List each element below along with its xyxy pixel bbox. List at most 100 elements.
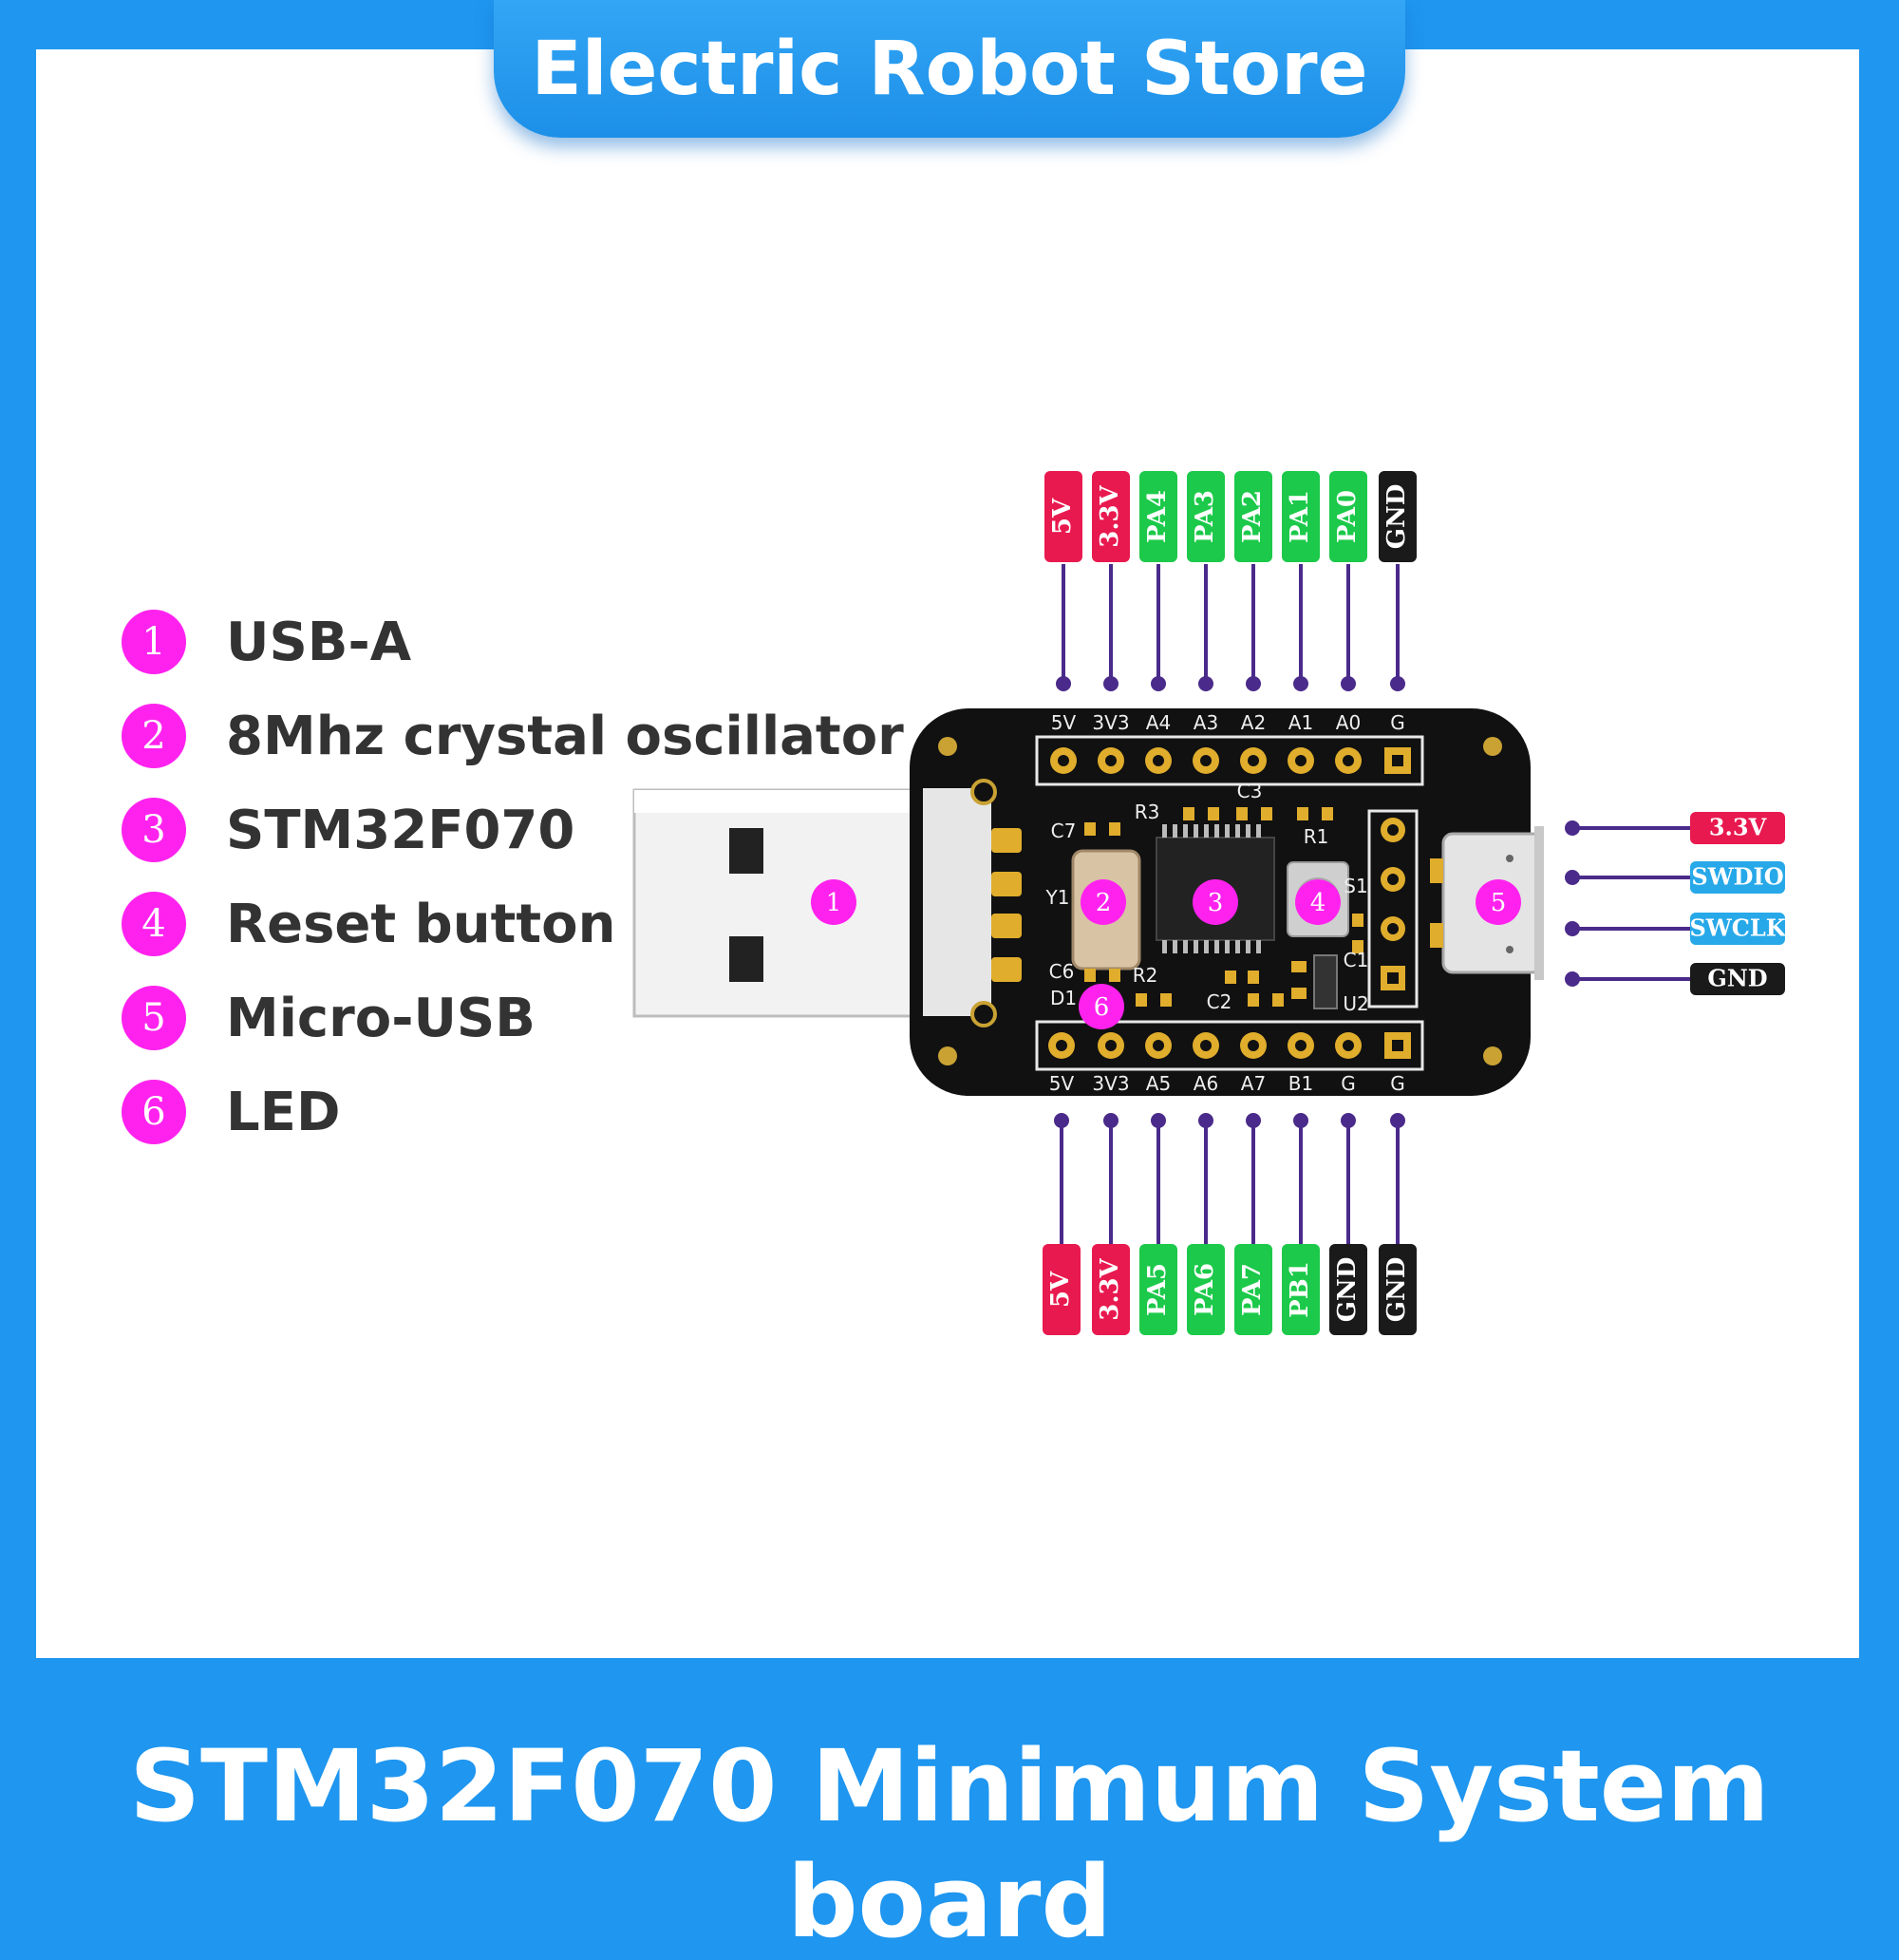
- legend-number: 1: [122, 610, 186, 674]
- store-name: Electric Robot Store: [531, 27, 1368, 112]
- legend-label: Micro-USB: [226, 988, 536, 1049]
- pin-label: SWCLK: [1689, 914, 1786, 942]
- right-pin-tag: SWCLK: [1689, 913, 1787, 945]
- bottom-pin-tag: 5V: [1043, 1244, 1081, 1335]
- component-label: S1: [1344, 875, 1367, 897]
- top-header-pad: [1193, 747, 1219, 774]
- legend-label: STM32F070: [226, 800, 575, 861]
- component-label: C7: [1051, 820, 1077, 842]
- callout-number: 6: [1094, 993, 1110, 1022]
- bottom-header-pad: [1288, 1032, 1314, 1059]
- top-pin-tag: PA4: [1139, 471, 1177, 562]
- top-pin-tag: PA0: [1329, 471, 1367, 562]
- callout-number: 5: [1491, 889, 1507, 917]
- bottom-header-pad: [1384, 1032, 1411, 1059]
- top-pin-tag: 3.3V: [1092, 471, 1130, 562]
- component-label: R1: [1304, 825, 1329, 848]
- pin-dot: [1054, 1113, 1069, 1128]
- silk-label: G: [1341, 1072, 1356, 1095]
- pin-dot: [1103, 1113, 1119, 1128]
- header-pads: [1048, 747, 1411, 1059]
- silk-label: G: [1390, 711, 1405, 734]
- component-label: R2: [1133, 964, 1158, 987]
- right-pin-tag: GND: [1690, 963, 1785, 995]
- top-pin-tag: PA3: [1187, 471, 1225, 562]
- pin-label: 5V: [1046, 1271, 1075, 1308]
- pin-label: SWDIO: [1691, 863, 1783, 891]
- bottom-pin-tag: PA6: [1187, 1244, 1225, 1335]
- silk-label: A2: [1241, 711, 1266, 734]
- legend-label: LED: [226, 1082, 341, 1143]
- callout-number: 3: [1208, 889, 1224, 917]
- callout-marker: 2: [1081, 879, 1126, 925]
- pin-label: PA4: [1143, 490, 1172, 543]
- silk-label: 5V: [1049, 1072, 1075, 1095]
- component-label: C2: [1207, 990, 1232, 1013]
- silk-label: A0: [1336, 711, 1361, 734]
- pin-label: PA2: [1238, 490, 1267, 543]
- legend-label: 8Mhz crystal oscillator: [226, 706, 904, 767]
- pin-label: 3.3V: [1709, 814, 1767, 841]
- pin-dot: [1198, 1113, 1213, 1128]
- component-label: D1: [1050, 987, 1077, 1009]
- callout-marker: 4: [1295, 879, 1341, 925]
- product-title: STM32F070 Minimum System board: [129, 1728, 1770, 1960]
- pin-dot: [1390, 1113, 1405, 1128]
- bottom-header-pad: [1193, 1032, 1219, 1059]
- bottom-pin-tag: PA5: [1139, 1244, 1177, 1335]
- pin-dot: [1565, 921, 1580, 936]
- silk-label: 3V3: [1092, 1072, 1129, 1095]
- legend-number: 4: [122, 892, 186, 956]
- pin-label: GND: [1333, 1257, 1362, 1323]
- silk-label: A1: [1288, 711, 1313, 734]
- legend-item-usb-a: 1 USB-A: [122, 610, 843, 686]
- bottom-header-pad: [1145, 1032, 1172, 1059]
- pin-dot: [1390, 676, 1405, 691]
- pin-label: PA0: [1333, 490, 1362, 543]
- pin-label: PA7: [1238, 1263, 1267, 1316]
- legend-item-micro-usb: 5 Micro-USB: [122, 986, 843, 1062]
- component-label: C6: [1049, 960, 1075, 983]
- pin-dot: [1341, 676, 1356, 691]
- right-pin-tag: 3.3V: [1690, 812, 1785, 844]
- top-pin-tag: PA1: [1282, 471, 1320, 562]
- top-header-pad: [1240, 747, 1267, 774]
- callout-marker: 5: [1476, 879, 1521, 925]
- bottom-pin-tag: PB1: [1282, 1244, 1320, 1335]
- pin-label: PB1: [1286, 1261, 1314, 1318]
- pin-label: PA3: [1191, 490, 1219, 543]
- bottom-pin-tag: GND: [1379, 1244, 1417, 1335]
- pin-dot: [1565, 820, 1580, 836]
- pin-dot: [1056, 676, 1071, 691]
- pin-dot: [1103, 676, 1119, 691]
- pin-label: PA5: [1143, 1263, 1172, 1316]
- bottom-pin-tag: 3.3V: [1092, 1244, 1130, 1335]
- top-header-pad: [1335, 747, 1362, 774]
- bottom-pin-tag: PA7: [1234, 1244, 1272, 1335]
- right-pin-tag: SWDIO: [1690, 861, 1785, 894]
- component-label: R3: [1135, 801, 1160, 823]
- pin-label: PA6: [1191, 1263, 1219, 1316]
- callout-number: 4: [1310, 889, 1326, 917]
- legend-item-crystal: 2 8Mhz crystal oscillator: [122, 704, 904, 780]
- pin-label: GND: [1382, 1257, 1411, 1323]
- silk-label: A5: [1146, 1072, 1171, 1095]
- silk-label: A6: [1194, 1072, 1218, 1095]
- legend-number: 3: [122, 798, 186, 862]
- legend-number: 5: [122, 986, 186, 1050]
- callout-number: 2: [1096, 889, 1112, 917]
- component-label: U2: [1343, 992, 1368, 1015]
- silk-label: 5V: [1051, 711, 1077, 734]
- pin-label: GND: [1382, 484, 1411, 550]
- pin-dot: [1341, 1113, 1356, 1128]
- pin-dot: [1246, 676, 1261, 691]
- legend-label: Reset button: [226, 894, 616, 955]
- callout-marker: 3: [1193, 879, 1238, 925]
- top-pin-tag: GND: [1379, 471, 1417, 562]
- pin-dot: [1565, 971, 1580, 987]
- legend-number: 2: [122, 704, 186, 768]
- silk-label: G: [1390, 1072, 1405, 1095]
